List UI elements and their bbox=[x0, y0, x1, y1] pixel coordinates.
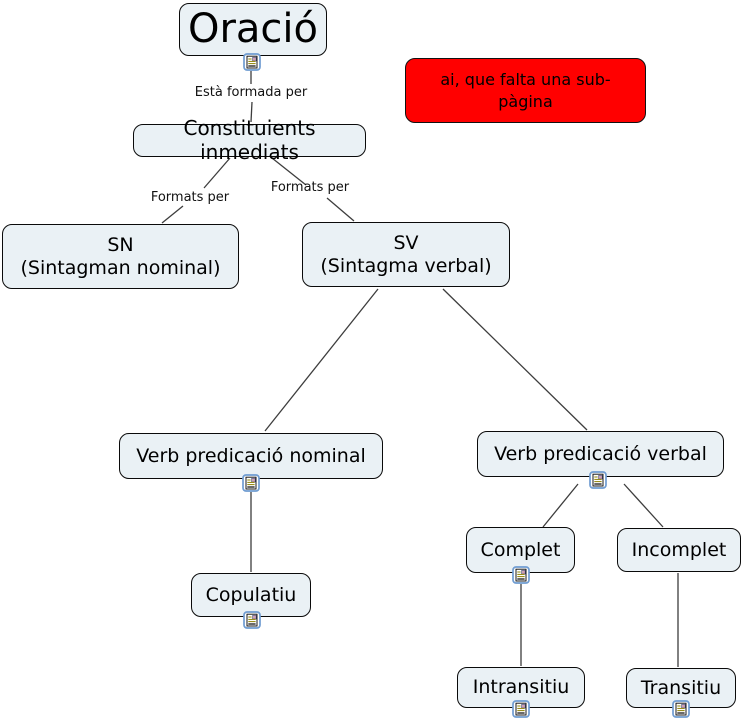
node-label: Oració bbox=[187, 5, 319, 52]
node-verb-predicacio-verbal[interactable]: Verb predicació verbal bbox=[477, 431, 724, 477]
resource-icon[interactable] bbox=[512, 700, 530, 718]
node-label: Transitiu bbox=[640, 676, 722, 699]
node-verb-predicacio-nominal[interactable]: Verb predicació nominal bbox=[119, 433, 383, 479]
node-label: Intransitiu bbox=[472, 676, 570, 699]
node-sn[interactable]: SN (Sintagman nominal) bbox=[2, 224, 239, 289]
node-title: SV bbox=[393, 232, 419, 255]
edge-constituients-to-right-label bbox=[271, 157, 307, 186]
annotation-text: ai, que falta una sub-pàgina bbox=[440, 69, 611, 111]
node-label: Incomplet bbox=[631, 538, 727, 561]
edge-verb-verbal-to-complet bbox=[542, 483, 579, 528]
node-label: Copulatiu bbox=[205, 583, 297, 606]
node-subtitle: (Sintagma verbal) bbox=[320, 254, 492, 277]
edge-constituients-to-left-label bbox=[203, 157, 231, 189]
node-incomplet[interactable]: Incomplet bbox=[617, 528, 741, 572]
resource-icon[interactable] bbox=[242, 474, 260, 492]
link-label-esta-formada-per[interactable]: Està formada per bbox=[194, 85, 308, 100]
node-label: Verb predicació verbal bbox=[494, 442, 707, 465]
edge-verb-verbal-to-incomplet bbox=[623, 483, 664, 528]
link-label-formats-per-right[interactable]: Formats per bbox=[270, 180, 350, 195]
resource-icon[interactable] bbox=[672, 700, 690, 718]
edge-sv-to-verb-verbal bbox=[442, 288, 588, 431]
resource-icon[interactable] bbox=[243, 611, 261, 629]
node-label: Verb predicació nominal bbox=[136, 444, 366, 467]
edge-sv-to-verb-nominal bbox=[264, 288, 379, 432]
resource-icon[interactable] bbox=[589, 471, 607, 489]
node-constituients-inmediats[interactable]: Constituients inmediats bbox=[133, 116, 366, 163]
node-label: Complet bbox=[480, 538, 561, 561]
edge-label-to-constituients bbox=[250, 101, 253, 123]
node-title: SN bbox=[107, 234, 134, 257]
resource-icon[interactable] bbox=[512, 566, 530, 584]
annotation-missing-subpage[interactable]: ai, que falta una sub-pàgina bbox=[405, 58, 646, 123]
edge-left-label-to-sn bbox=[161, 205, 184, 224]
link-label-formats-per-left[interactable]: Formats per bbox=[150, 190, 230, 205]
node-label: Constituients inmediats bbox=[183, 115, 316, 164]
resource-icon[interactable] bbox=[243, 53, 261, 71]
edge-right-label-to-sv bbox=[326, 197, 355, 222]
node-sv[interactable]: SV (Sintagma verbal) bbox=[302, 222, 510, 287]
node-oracio[interactable]: Oració bbox=[179, 3, 327, 56]
node-subtitle: (Sintagman nominal) bbox=[20, 256, 221, 279]
